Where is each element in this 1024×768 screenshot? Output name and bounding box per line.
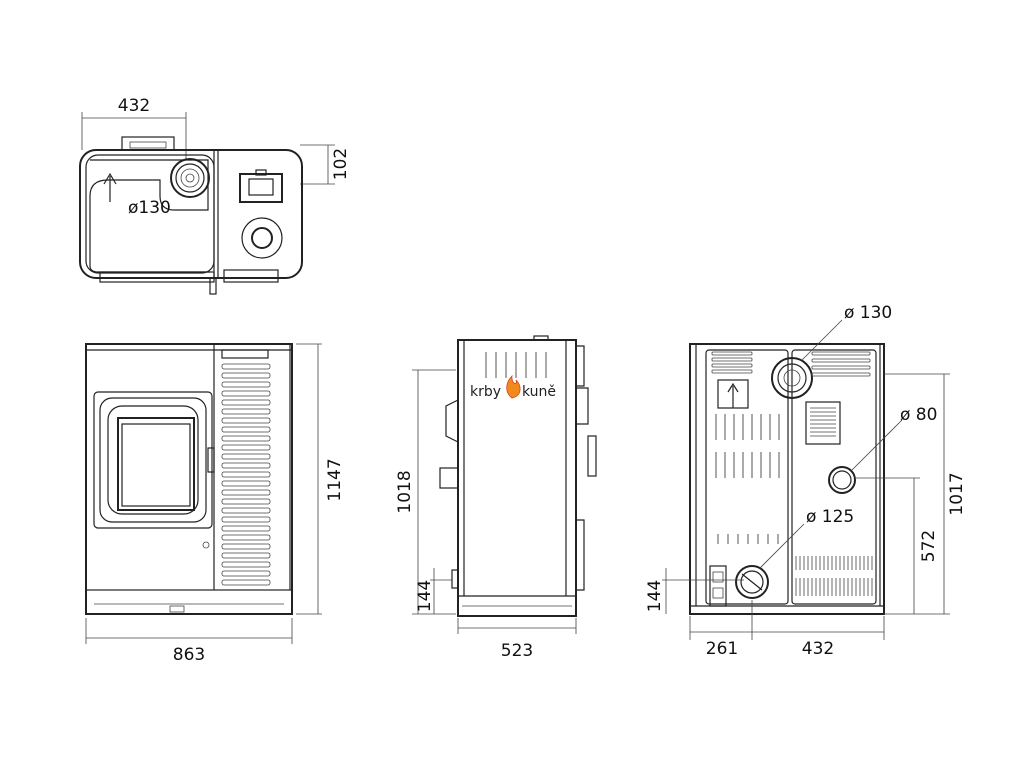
vent-slat	[221, 426, 271, 433]
vent-slat	[711, 369, 753, 374]
vent-slat	[221, 417, 271, 424]
rear-inlet-height-label: 144	[645, 580, 665, 612]
vent-slat	[221, 525, 271, 532]
front-view: 1147 863	[85, 343, 345, 665]
vent-slat	[221, 561, 271, 568]
rear-width-label: 432	[802, 639, 834, 659]
vent-slat	[811, 351, 871, 356]
vent-slat	[811, 365, 871, 370]
vent-slat	[221, 453, 271, 460]
vent-slat	[221, 363, 271, 370]
vent-slat	[221, 444, 271, 451]
rear-outlet-label: ø 125	[806, 507, 854, 527]
vent-slat	[221, 543, 271, 550]
vent-slat	[811, 358, 871, 363]
side-view: krby kuně 1018 144 523	[395, 335, 597, 661]
vent-slat	[221, 390, 271, 397]
vent-slat	[221, 498, 271, 505]
side-inlet-height-label: 144	[415, 580, 435, 612]
side-depth-label: 523	[501, 641, 533, 661]
vent-slat	[221, 408, 271, 415]
rear-height-label: 1017	[947, 472, 967, 515]
rear-outlet-height-label: 572	[919, 530, 939, 562]
vent-slat	[711, 357, 753, 362]
vent-slat	[221, 570, 271, 577]
rating-plate	[810, 407, 836, 437]
rear-air-label: ø 80	[900, 405, 937, 425]
logo-text-right: kuně	[522, 384, 556, 400]
vent-slat	[221, 471, 271, 478]
vent-slat	[711, 351, 753, 356]
vent-slat	[221, 552, 271, 559]
rear-left-offset-label: 261	[706, 639, 738, 659]
brand-logo: krby kuně	[470, 374, 556, 400]
top-offset-label: 102	[331, 148, 351, 180]
top-view: 432 102 ø130	[79, 96, 351, 295]
rear-view: ø 130 ø 80 ø 125 1017 572 144 261 432	[645, 303, 967, 659]
vent-slat	[811, 372, 871, 377]
side-vent-slots	[485, 352, 547, 378]
vent-slat	[221, 462, 271, 469]
front-height-label: 1147	[325, 458, 345, 501]
vent-slat	[221, 399, 271, 406]
vent-slat	[221, 372, 271, 379]
vent-slat	[221, 579, 271, 586]
top-flue-label: ø130	[128, 198, 171, 218]
vent-slat	[221, 507, 271, 514]
rear-vent-slots	[711, 351, 873, 596]
vent-slat	[221, 489, 271, 496]
front-side-grille	[221, 363, 271, 586]
top-width-label: 432	[118, 96, 150, 116]
rear-flue-label: ø 130	[844, 303, 892, 323]
vent-slat	[221, 480, 271, 487]
vent-slat	[221, 435, 271, 442]
vent-slat	[221, 534, 271, 541]
vent-slat	[221, 381, 271, 388]
side-height-label: 1018	[395, 470, 415, 513]
front-width-label: 863	[173, 645, 205, 665]
logo-text-left: krby	[470, 384, 501, 400]
flame-icon	[506, 374, 521, 399]
vent-slat	[711, 363, 753, 368]
vent-slat	[221, 516, 271, 523]
